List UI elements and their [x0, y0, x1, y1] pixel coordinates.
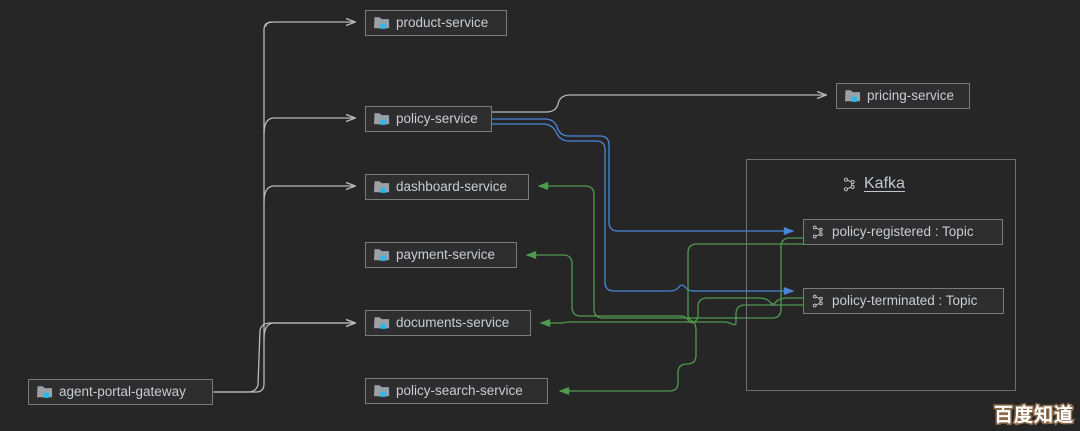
- watermark-text: 百度知道: [992, 403, 1074, 428]
- node-product-service[interactable]: product-service: [365, 10, 507, 36]
- group-kafka-title[interactable]: Kafka: [843, 175, 905, 193]
- folder-icon: [374, 384, 390, 398]
- edge-gateway-to-dashboard-service: [263, 186, 355, 203]
- topic-label: policy-registered : Topic: [832, 224, 974, 240]
- edge-gateway-trunk: [213, 21, 273, 393]
- topic-label: policy-terminated : Topic: [832, 293, 978, 309]
- topic-policy-registered[interactable]: policy-registered : Topic: [803, 219, 1003, 245]
- kafka-icon: [843, 177, 857, 192]
- kafka-icon: [812, 225, 826, 240]
- edge-gateway-to-product-service: [265, 22, 355, 27]
- node-agent-portal-gateway[interactable]: agent-portal-gateway: [28, 379, 213, 405]
- folder-icon: [845, 89, 861, 103]
- node-dashboard-service[interactable]: dashboard-service: [365, 174, 529, 200]
- node-label: pricing-service: [867, 88, 955, 104]
- node-label: dashboard-service: [396, 179, 508, 195]
- node-pricing-service[interactable]: pricing-service: [836, 83, 970, 109]
- node-label: agent-portal-gateway: [59, 384, 186, 400]
- node-documents-service[interactable]: documents-service: [365, 310, 531, 336]
- folder-icon: [37, 385, 53, 399]
- kafka-icon: [812, 294, 826, 309]
- node-payment-service[interactable]: payment-service: [365, 242, 517, 268]
- edge-gateway-to-policy-service: [263, 118, 355, 135]
- node-label: documents-service: [396, 315, 510, 331]
- topic-policy-terminated[interactable]: policy-terminated : Topic: [803, 288, 1004, 314]
- folder-icon: [374, 16, 390, 30]
- folder-icon: [374, 316, 390, 330]
- folder-icon: [374, 112, 390, 126]
- edge-gateway-to-policy-search-service: [213, 323, 355, 393]
- node-policy-search-service[interactable]: policy-search-service: [365, 378, 548, 404]
- node-label: policy-search-service: [396, 383, 523, 399]
- watermark: 百度知道: [992, 400, 1074, 428]
- node-label: product-service: [396, 15, 489, 31]
- folder-icon: [374, 180, 390, 194]
- group-kafka[interactable]: [746, 159, 1016, 391]
- edge-policy-service-to-pricing-service: [491, 95, 826, 113]
- node-label: policy-service: [396, 111, 478, 127]
- node-label: payment-service: [396, 247, 496, 263]
- node-policy-service[interactable]: policy-service: [365, 106, 492, 132]
- folder-icon: [374, 248, 390, 262]
- edge-gateway-to-documents-service: [263, 323, 355, 340]
- group-kafka-title-text: Kafka: [864, 175, 905, 192]
